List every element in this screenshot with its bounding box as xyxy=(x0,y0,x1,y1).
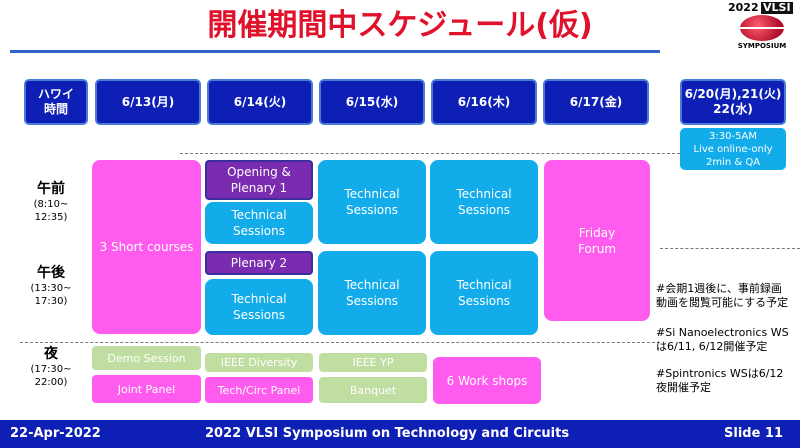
footer-bar: 22-Apr-2022 2022 VLSI Symposium on Techn… xyxy=(0,420,800,448)
title-underline xyxy=(10,50,660,53)
block-plenary-2: Plenary 2 xyxy=(205,251,313,275)
divider-mid xyxy=(660,248,800,249)
vlsi-logo: 2022 VLSI SYMPOSIUM xyxy=(728,2,794,52)
block-ieee-yp: IEEE YP xyxy=(319,353,427,372)
divider-top xyxy=(180,153,680,154)
block-technical-sessions-15-pm: Technical Sessions xyxy=(318,251,426,335)
time-morning-range: (8:10~ 12:35) xyxy=(33,199,69,223)
time-morning: 午前 (8:10~ 12:35) xyxy=(22,180,80,224)
block-tech-circ-panel: Tech/Circ Panel xyxy=(205,377,313,403)
header-day-6-16: 6/16(木) xyxy=(431,79,537,125)
block-technical-sessions-16-am: Technical Sessions xyxy=(430,160,538,244)
time-afternoon-range: (13:30~ 17:30) xyxy=(30,283,72,307)
header-online-days: 6/20(月),21(火) 22(水) xyxy=(680,79,786,125)
globe-icon xyxy=(740,15,784,41)
time-night-label: 夜 xyxy=(44,346,58,362)
logo-subtitle: SYMPOSIUM xyxy=(737,42,787,50)
footer-center: 2022 VLSI Symposium on Technology and Ci… xyxy=(205,426,570,441)
divider-night xyxy=(20,342,660,343)
page-title: 開催期間中スケジュール(仮) xyxy=(207,8,593,43)
header-day-6-15: 6/15(水) xyxy=(319,79,425,125)
header-day-6-14: 6/14(火) xyxy=(207,79,313,125)
note-si-nanoelectronics: #Si Nanoelectronics WS は6/11, 6/12開催予定 xyxy=(656,326,789,353)
block-demo-session: Demo Session xyxy=(92,346,201,370)
block-technical-sessions-14-pm: Technical Sessions xyxy=(205,279,313,335)
time-afternoon-label: 午後 xyxy=(37,265,65,281)
block-opening-plenary: Opening & Plenary 1 xyxy=(205,160,313,200)
logo-year: 2022 xyxy=(728,1,759,14)
block-workshops: 6 Work shops xyxy=(433,357,541,404)
header-day-6-17: 6/17(金) xyxy=(543,79,649,125)
block-friday-forum: Friday Forum xyxy=(544,160,650,321)
block-technical-sessions-15-am: Technical Sessions xyxy=(318,160,426,244)
block-short-courses: 3 Short courses xyxy=(92,160,201,334)
block-technical-sessions-16-pm: Technical Sessions xyxy=(430,251,538,335)
footer-slide: Slide 11 xyxy=(724,426,784,441)
time-night: 夜 (17:30~ 22:00) xyxy=(22,345,80,389)
time-afternoon: 午後 (13:30~ 17:30) xyxy=(22,264,80,308)
block-banquet: Banquet xyxy=(319,377,427,403)
footer-date: 22-Apr-2022 xyxy=(10,426,101,441)
note-recorded-videos: #会期1週後に、事前録画 動画を閲覧可能にする予定 xyxy=(656,282,789,309)
note-spintronics: #Spintronics WSは6/12 夜開催予定 xyxy=(656,367,784,394)
time-morning-label: 午前 xyxy=(37,181,65,197)
time-night-range: (17:30~ 22:00) xyxy=(30,364,72,388)
block-ieee-diversity: IEEE Diversity xyxy=(205,353,313,372)
block-joint-panel: Joint Panel xyxy=(92,375,201,403)
header-day-6-13: 6/13(月) xyxy=(95,79,201,125)
logo-name: VLSI xyxy=(761,1,793,14)
online-info-box: 3:30-5AM Live online-only 2min & QA xyxy=(680,128,786,170)
header-hawaii-time: ハワイ 時間 xyxy=(24,79,88,125)
block-technical-sessions-14-am: Technical Sessions xyxy=(205,202,313,244)
